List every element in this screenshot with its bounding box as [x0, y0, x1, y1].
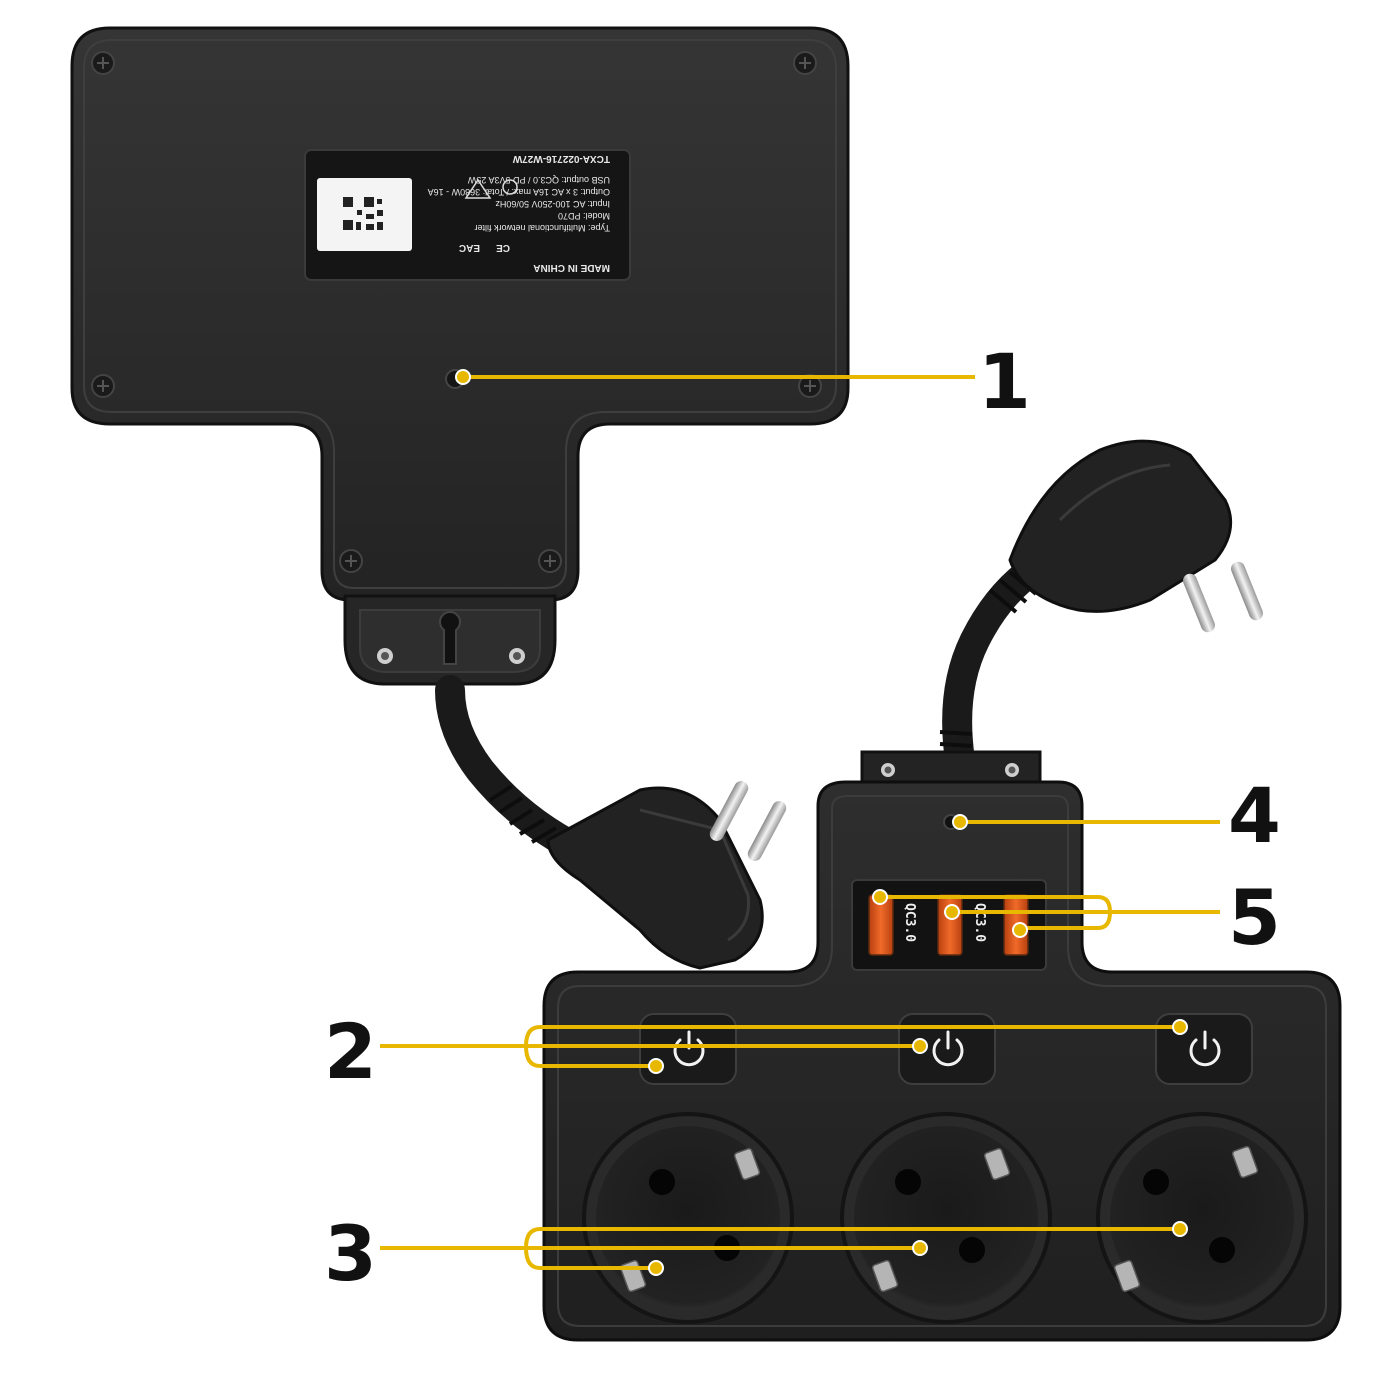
usb-port[interactable]: [937, 894, 963, 956]
usb-label: QC3.0: [972, 903, 987, 942]
schuko-socket-icon[interactable]: [582, 1112, 794, 1324]
label-line: Output: 3 x AC 16A max. / Total: 3680W -…: [428, 187, 610, 197]
rating-label: MADE IN CHINA Type: Multifunctional netw…: [304, 149, 631, 281]
rear-mounting-bracket: [343, 594, 557, 686]
label-line: Type: Multifunctional network filter: [474, 223, 610, 233]
callout-number-3: 3: [324, 1209, 377, 1298]
callout-lines: [380, 375, 1220, 1270]
qr-code-icon: [343, 197, 383, 230]
label-mark-eac: EAC: [459, 242, 480, 253]
switch-button[interactable]: [898, 1013, 996, 1085]
weee-icon: [464, 178, 492, 199]
screw-icon: [91, 374, 115, 398]
power-icon: [932, 1030, 964, 1067]
switch-button[interactable]: [1155, 1013, 1253, 1085]
label-line: Model: PD70: [558, 211, 610, 221]
callout-number-2: 2: [324, 1007, 377, 1096]
callout-line-2: [380, 1025, 1180, 1068]
cable-strain-relief: [488, 784, 558, 844]
schuko-socket-icon[interactable]: [840, 1112, 1052, 1324]
label-made-in: MADE IN CHINA: [533, 262, 610, 273]
rear-power-cable: [435, 675, 595, 865]
callout-dots: [455, 369, 1188, 1276]
power-icon: [1189, 1030, 1221, 1067]
callout-number-4: 4: [1228, 771, 1281, 860]
screw-icon: [798, 374, 822, 398]
front-power-cable: [942, 550, 1055, 775]
screw-icon: [793, 51, 817, 75]
schuko-plug-icon: [1008, 439, 1263, 633]
screw-icon: [339, 549, 363, 573]
label-mark-ce: CE: [496, 242, 510, 253]
callout-number-5: 5: [1228, 873, 1281, 962]
label-line: USB output: QC3.0 / PD 5V3A 25W: [467, 175, 610, 185]
qr-code-icon: [317, 178, 412, 251]
screw-icon: [91, 51, 115, 75]
screw-icon: [538, 549, 562, 573]
rear-housing: [70, 26, 850, 602]
callout-line-3: [380, 1227, 1180, 1270]
label-line: Input: AC 100-250V 50/60Hz: [495, 199, 610, 209]
schuko-socket-icon[interactable]: [1096, 1112, 1308, 1324]
schuko-plug-icon: [546, 781, 787, 970]
label-line: TCXA-022716-W27W: [512, 153, 610, 164]
callout-number-1: 1: [978, 337, 1031, 426]
keyhole-icon: [439, 611, 461, 665]
rear-view: MADE IN CHINA Type: Multifunctional netw…: [70, 26, 850, 970]
recycle-icon: [502, 179, 518, 195]
usb-label: QC3.0: [902, 903, 917, 942]
